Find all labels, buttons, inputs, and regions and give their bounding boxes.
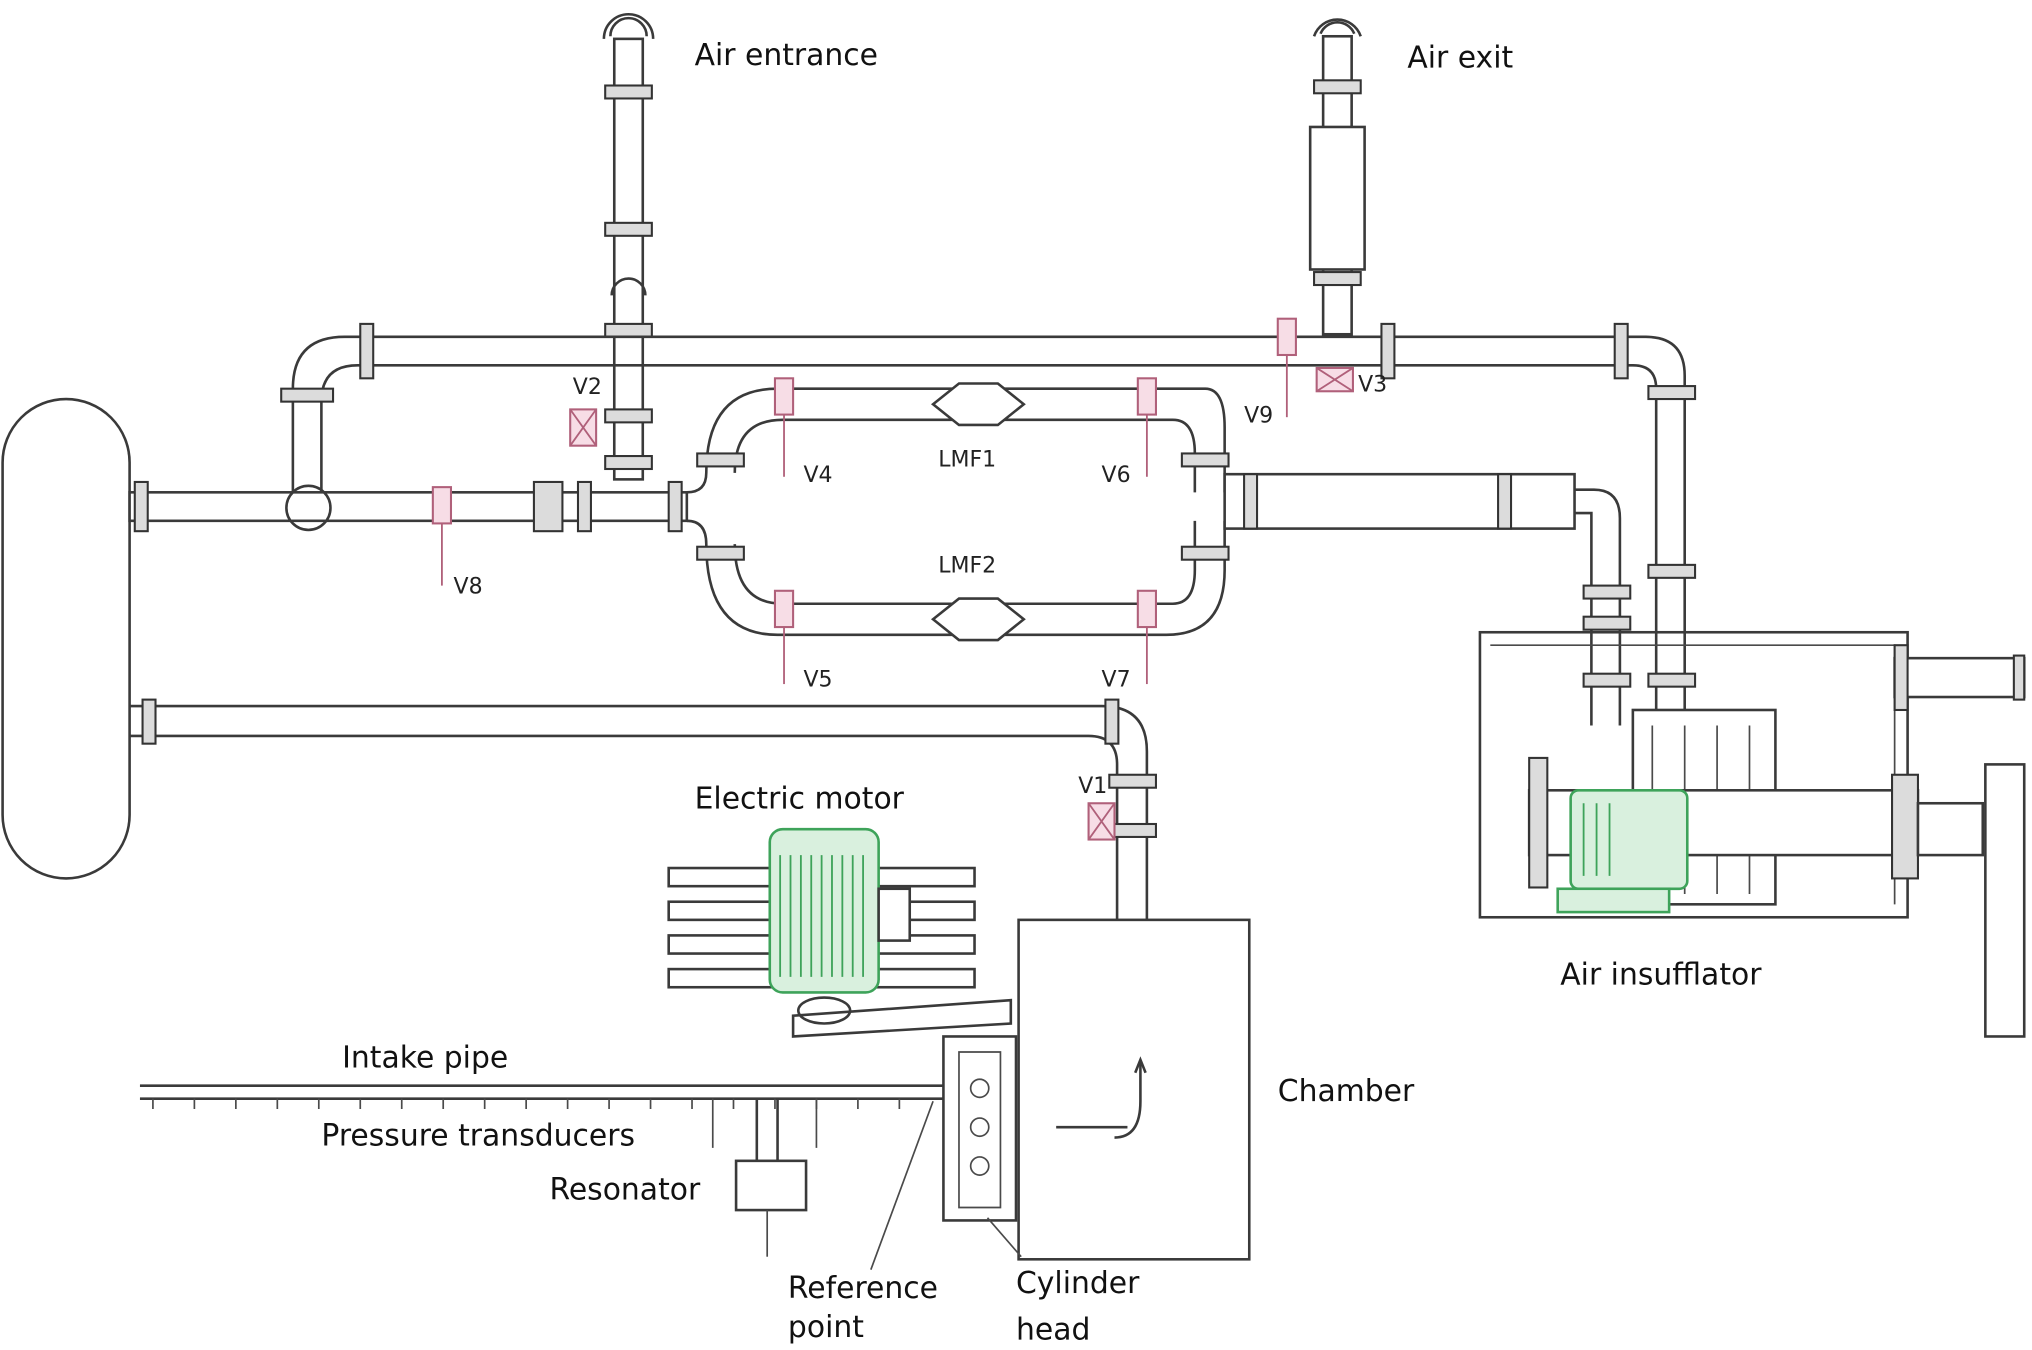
pressure-transducers-label: Pressure transducers bbox=[321, 1118, 635, 1153]
lower-return-pipe bbox=[129, 698, 1157, 920]
main-outlet-pipe bbox=[128, 408, 689, 533]
valve-v5[interactable] bbox=[773, 589, 795, 685]
reference-point-label-line2: point bbox=[788, 1310, 864, 1345]
lmf-loop bbox=[686, 382, 1632, 726]
lmf1-label: LMF1 bbox=[938, 447, 996, 472]
v7-label: V7 bbox=[1102, 668, 1131, 693]
valve-v3[interactable] bbox=[1315, 366, 1354, 393]
v8-label: V8 bbox=[454, 574, 483, 599]
v1-label: V1 bbox=[1078, 774, 1107, 799]
valve-v7[interactable] bbox=[1136, 589, 1157, 685]
lmf2-label: LMF2 bbox=[938, 554, 996, 579]
air-entrance-label: Air entrance bbox=[695, 38, 878, 73]
valve-v8[interactable] bbox=[431, 486, 453, 586]
reference-point-leader bbox=[870, 1100, 934, 1270]
chamber-unit bbox=[942, 918, 1251, 1261]
air-exit-label: Air exit bbox=[1407, 40, 1513, 75]
cylinder-head-label-line1: Cylinder bbox=[1016, 1266, 1140, 1301]
air-entrance-pipe bbox=[602, 13, 655, 481]
electric-motor-unit bbox=[667, 827, 1013, 1038]
cylinder-head-leader bbox=[986, 1217, 1022, 1258]
resonator-label: Resonator bbox=[549, 1173, 701, 1208]
electric-motor-label: Electric motor bbox=[695, 781, 905, 816]
v5-label: V5 bbox=[803, 668, 832, 693]
intake-pipe-label: Intake pipe bbox=[342, 1041, 508, 1076]
air-insufflator-label: Air insufflator bbox=[1560, 958, 1762, 993]
v9-label: V9 bbox=[1244, 403, 1273, 428]
air-exit-pipe bbox=[1308, 18, 1366, 336]
v3-label: V3 bbox=[1358, 372, 1387, 397]
valve-v2[interactable] bbox=[569, 408, 598, 447]
valve-v9[interactable] bbox=[1276, 317, 1297, 418]
plenum-tank bbox=[1, 397, 131, 880]
air-insufflator-unit bbox=[1478, 630, 2026, 1038]
chamber-label: Chamber bbox=[1278, 1074, 1415, 1109]
v6-label: V6 bbox=[1102, 463, 1131, 488]
valve-v1[interactable] bbox=[1087, 802, 1116, 841]
v2-label: V2 bbox=[573, 375, 602, 400]
valve-v6[interactable] bbox=[1136, 377, 1157, 477]
valve-v4[interactable] bbox=[773, 377, 795, 477]
cylinder-head-label-line2: head bbox=[1016, 1313, 1090, 1348]
reference-point-label-line1: Reference bbox=[788, 1271, 938, 1306]
intake-pipe-unit bbox=[139, 1084, 944, 1257]
v4-label: V4 bbox=[803, 463, 832, 488]
top-loop-pipe bbox=[280, 322, 1697, 726]
